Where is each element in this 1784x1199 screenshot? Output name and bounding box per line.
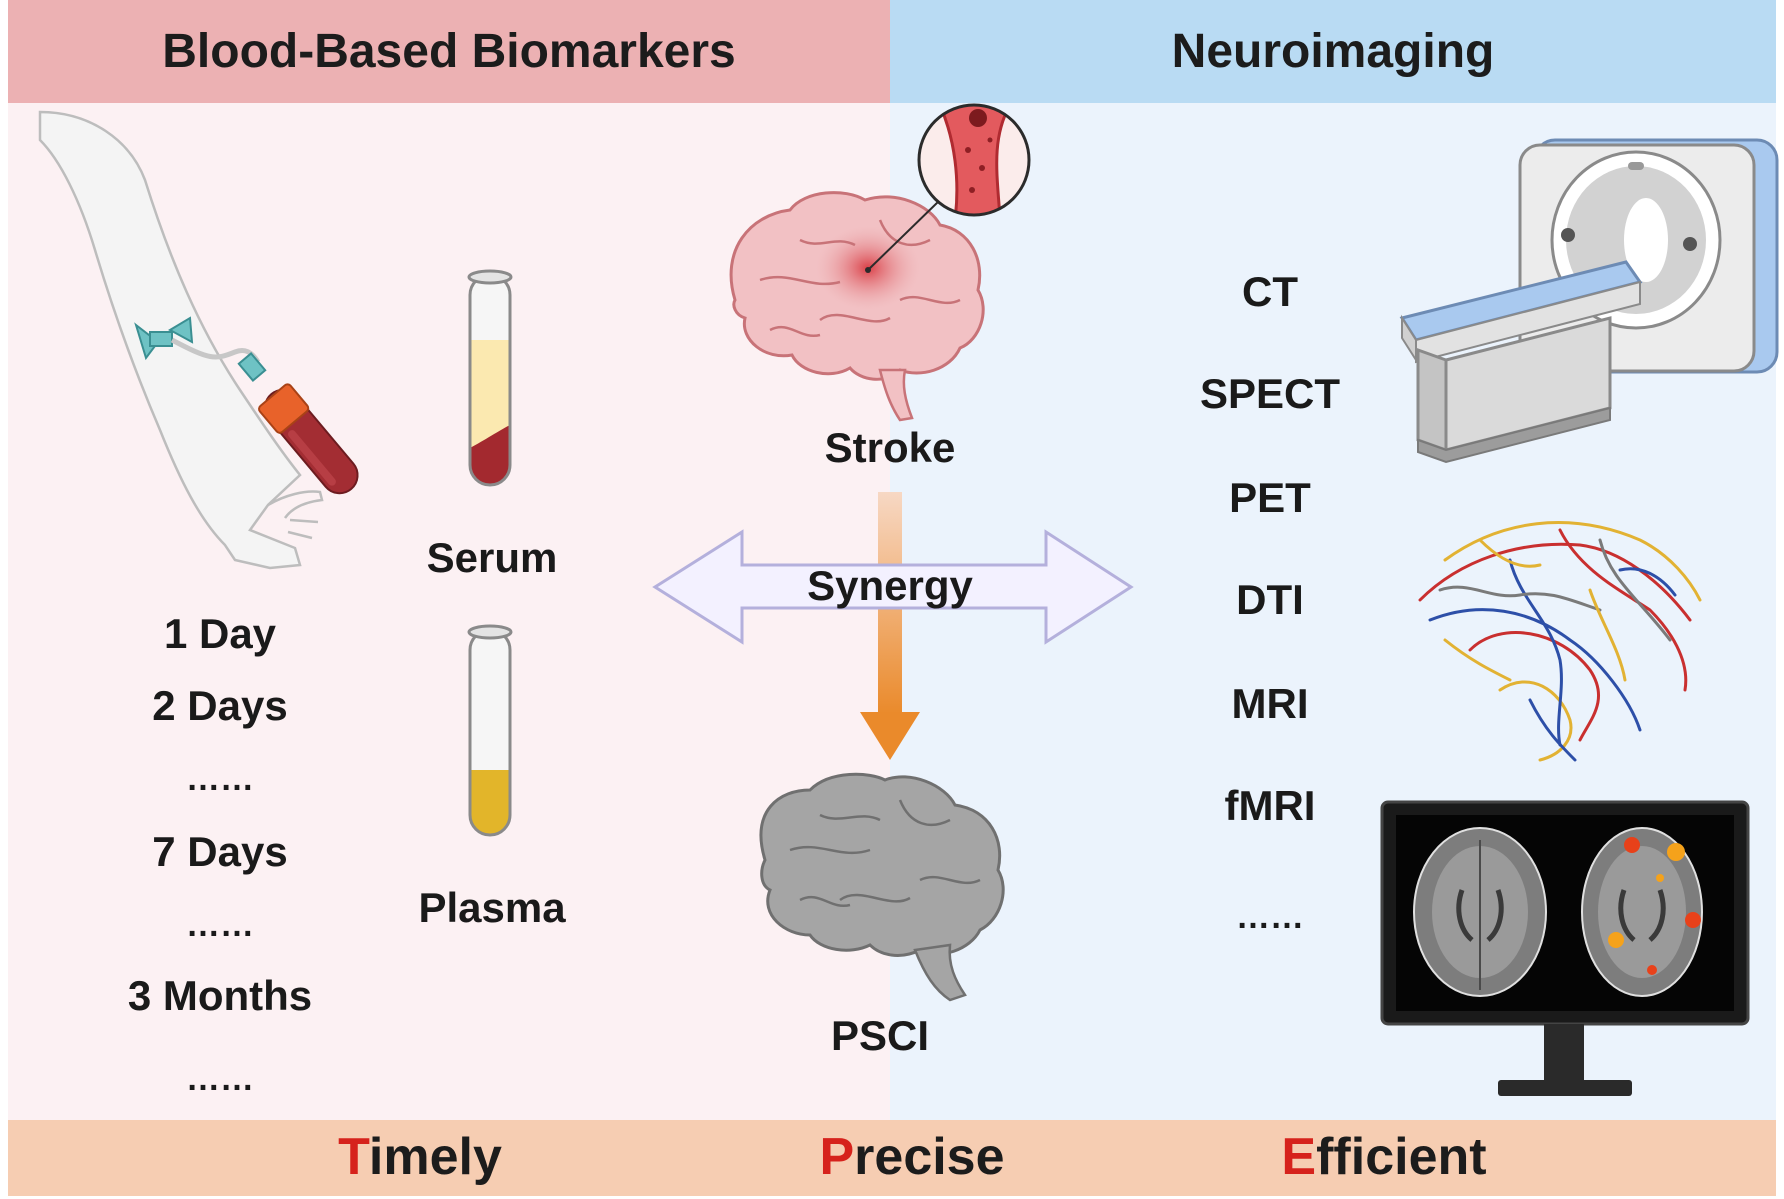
timely-rest: imely <box>368 1128 502 1186</box>
modality-label: CT <box>1242 268 1298 315</box>
right-header-title: Neuroimaging <box>1171 25 1495 78</box>
modality-label: SPECT <box>1199 370 1341 417</box>
vertical-arrow <box>860 492 920 760</box>
structural-mri-icon <box>1413 827 1547 997</box>
arm-blood-draw-icon <box>38 110 359 570</box>
timepoint-label: 1 Day <box>163 610 277 657</box>
footer-bar <box>8 1120 1776 1196</box>
synergy-label: Synergy <box>807 562 973 609</box>
mri-monitor-icon <box>1380 800 1750 1096</box>
footer-precise: Precise <box>819 1127 1004 1187</box>
left-header: Blood-Based Biomarkers <box>8 0 890 103</box>
modality-label: MRI <box>1231 680 1309 727</box>
efficient-rest: fficient <box>1316 1128 1487 1186</box>
left-header-title: Blood-Based Biomarkers <box>162 25 736 78</box>
efficient-initial: E <box>1281 1128 1317 1186</box>
vessel-network-icon <box>1418 521 1702 762</box>
footer-efficient: Efficient <box>1281 1127 1486 1187</box>
psci-brain-icon <box>759 772 1005 1002</box>
stroke-label: Stroke <box>824 424 956 471</box>
precise-rest: recise <box>854 1128 1005 1186</box>
timepoint-label: 7 Days <box>152 828 288 875</box>
timepoint-ellipsis: …… <box>186 906 254 944</box>
modality-label: fMRI <box>1224 782 1316 829</box>
modality-ellipsis: …… <box>1236 898 1304 936</box>
plasma-tube-icon <box>467 624 513 837</box>
ct-scanner-icon <box>1399 138 1779 464</box>
footer-timely: Timely <box>338 1127 502 1187</box>
stroke-brain-icon <box>729 103 1031 422</box>
timepoint-label: 2 Days <box>152 682 288 729</box>
timepoint-ellipsis: …… <box>186 1060 254 1098</box>
psci-label: PSCI <box>830 1012 930 1059</box>
right-header: Neuroimaging <box>890 0 1776 103</box>
serum-label: Serum <box>426 534 558 581</box>
timepoint-ellipsis: …… <box>186 760 254 798</box>
functional-mri-icon <box>1581 827 1703 997</box>
serum-tube-icon <box>467 269 513 487</box>
timely-initial: T <box>338 1128 369 1186</box>
plasma-label: Plasma <box>418 884 566 931</box>
modality-label: PET <box>1229 474 1311 521</box>
modality-label: DTI <box>1236 576 1304 623</box>
precise-initial: P <box>819 1128 855 1186</box>
synergy-double-arrow <box>652 529 1134 645</box>
timepoint-label: 3 Months <box>127 972 313 1019</box>
